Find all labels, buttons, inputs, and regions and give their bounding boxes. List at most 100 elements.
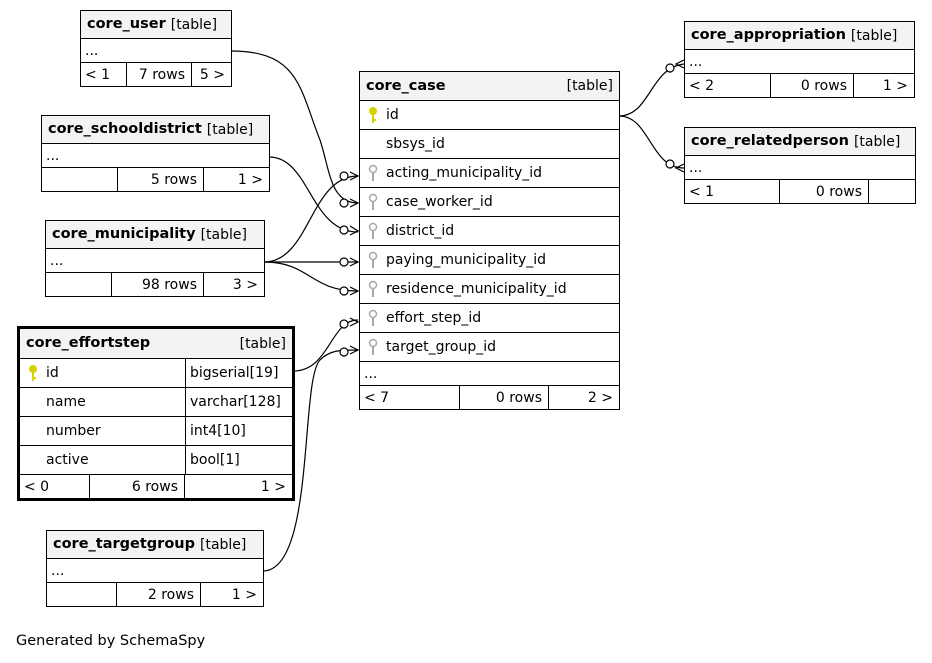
column-name: paying_municipality_id — [386, 252, 547, 268]
column-name: name — [46, 388, 186, 416]
parents-count[interactable] — [42, 168, 118, 191]
table-header: core_appropriation [table] — [685, 22, 914, 50]
column-name: district_id — [386, 223, 455, 239]
table-footer: 5 rows 1 > — [42, 168, 269, 191]
table-header: core_schooldistrict [table] — [42, 116, 269, 144]
columns-ellipsis: ... — [46, 249, 264, 273]
table-type: [table] — [566, 78, 613, 94]
table-core-municipality[interactable]: core_municipality [table] ... 98 rows 3 … — [45, 220, 265, 297]
column-row-sbsys-id[interactable]: sbsys_id — [360, 130, 619, 159]
table-footer: < 1 7 rows 5 > — [81, 63, 231, 86]
column-name: residence_municipality_id — [386, 281, 567, 297]
row-count: 7 rows — [127, 63, 192, 86]
table-footer: 98 rows 3 > — [46, 273, 264, 296]
table-core-schooldistrict[interactable]: core_schooldistrict [table] ... 5 rows 1… — [41, 115, 270, 192]
table-core-relatedperson[interactable]: core_relatedperson [table] ... < 1 0 row… — [684, 127, 916, 204]
table-type: [table] — [200, 536, 247, 553]
column-row-residence-municipality-id[interactable]: residence_municipality_id — [360, 275, 619, 304]
row-count: 0 rows — [780, 180, 869, 203]
table-type: [table] — [850, 27, 898, 44]
table-type: [table] — [170, 16, 218, 33]
table-name: core_case — [366, 77, 446, 94]
column-type: bigserial[19] — [190, 365, 279, 381]
foreign-key-icon — [360, 338, 386, 356]
table-header: core_case [table] — [360, 72, 619, 101]
column-type: int4[10] — [190, 423, 246, 439]
column-row-effort-step-id[interactable]: effort_step_id — [360, 304, 619, 333]
edge-municipality-acting — [263, 175, 359, 263]
table-core-user[interactable]: core_user [table] ... < 1 7 rows 5 > — [80, 10, 232, 87]
table-core-appropriation[interactable]: core_appropriation [table] ... < 2 0 row… — [684, 21, 915, 98]
table-type: [table] — [206, 121, 254, 138]
column-row-number[interactable]: number int4[10] — [20, 417, 292, 446]
children-count[interactable]: 1 > — [882, 77, 908, 94]
table-type: [table] — [853, 133, 901, 150]
table-footer: < 0 6 rows 1 > — [20, 475, 292, 498]
column-type: varchar[128] — [190, 394, 281, 410]
parents-count[interactable] — [46, 273, 112, 296]
row-count: 0 rows — [460, 386, 549, 409]
column-name: sbsys_id — [386, 136, 445, 152]
generated-by-label: Generated by SchemaSpy — [16, 633, 206, 649]
edge-schooldistrict-district — [268, 156, 359, 233]
children-count[interactable]: 1 > — [260, 478, 286, 495]
table-name: core_appropriation — [691, 27, 846, 44]
table-footer: < 2 0 rows 1 > — [685, 74, 914, 97]
parents-count[interactable]: < 1 — [81, 63, 127, 86]
column-type: bool[1] — [190, 452, 240, 468]
column-name: number — [46, 417, 186, 445]
column-name: effort_step_id — [386, 310, 482, 326]
children-count[interactable]: 5 > — [199, 66, 225, 83]
column-name: acting_municipality_id — [386, 165, 543, 181]
column-name: case_worker_id — [386, 194, 493, 210]
table-header: core_relatedperson [table] — [685, 128, 915, 156]
parents-count[interactable]: < 2 — [685, 74, 771, 97]
primary-key-icon — [360, 106, 386, 124]
parents-count[interactable]: < 1 — [685, 180, 780, 203]
column-name: id — [386, 107, 399, 123]
column-row-target-group-id[interactable]: target_group_id — [360, 333, 619, 362]
table-name: core_relatedperson — [691, 133, 849, 150]
column-row-acting-municipality-id[interactable]: acting_municipality_id — [360, 159, 619, 188]
table-core-case[interactable]: core_case [table] id sbsys_id acting_mun… — [359, 71, 620, 410]
children-count[interactable]: 1 > — [231, 586, 257, 603]
table-core-effortstep[interactable]: core_effortstep [table] id bigserial[19]… — [17, 326, 295, 501]
children-count[interactable]: 2 > — [587, 389, 613, 406]
table-name: core_municipality — [52, 226, 196, 243]
children-count[interactable]: 3 > — [232, 276, 258, 293]
column-row-district-id[interactable]: district_id — [360, 217, 619, 246]
column-row-id[interactable]: id bigserial[19] — [20, 359, 292, 388]
column-row-name[interactable]: name varchar[128] — [20, 388, 292, 417]
table-footer: 2 rows 1 > — [47, 583, 263, 606]
parents-count[interactable]: < 0 — [20, 475, 90, 498]
foreign-key-icon — [360, 280, 386, 298]
column-row-active[interactable]: active bool[1] — [20, 446, 292, 475]
children-count[interactable] — [869, 180, 915, 203]
foreign-key-icon — [360, 222, 386, 240]
edge-case-relatedperson — [618, 115, 685, 169]
columns-ellipsis: ... — [47, 559, 263, 583]
columns-ellipsis: ... — [81, 39, 231, 63]
table-header: core_effortstep [table] — [20, 329, 292, 359]
row-count: 98 rows — [112, 273, 204, 296]
columns-ellipsis: ... — [685, 50, 914, 74]
row-count: 6 rows — [90, 475, 185, 498]
parents-count[interactable]: < 7 — [360, 386, 460, 409]
parents-count[interactable] — [47, 583, 117, 606]
foreign-key-icon — [360, 251, 386, 269]
foreign-key-icon — [360, 309, 386, 327]
column-name: id — [46, 359, 186, 387]
children-count[interactable]: 1 > — [237, 171, 263, 188]
column-row-case-worker-id[interactable]: case_worker_id — [360, 188, 619, 217]
table-header: core_targetgroup [table] — [47, 531, 263, 559]
column-row-paying-municipality-id[interactable]: paying_municipality_id — [360, 246, 619, 275]
table-type: [table] — [200, 226, 247, 243]
table-core-targetgroup[interactable]: core_targetgroup [table] ... 2 rows 1 > — [46, 530, 264, 607]
row-count: 5 rows — [118, 168, 204, 191]
columns-ellipsis: ... — [42, 144, 269, 168]
column-row-id[interactable]: id — [360, 101, 619, 130]
primary-key-icon — [20, 364, 46, 382]
table-type: [table] — [239, 335, 286, 352]
table-header: core_municipality [table] — [46, 221, 264, 249]
